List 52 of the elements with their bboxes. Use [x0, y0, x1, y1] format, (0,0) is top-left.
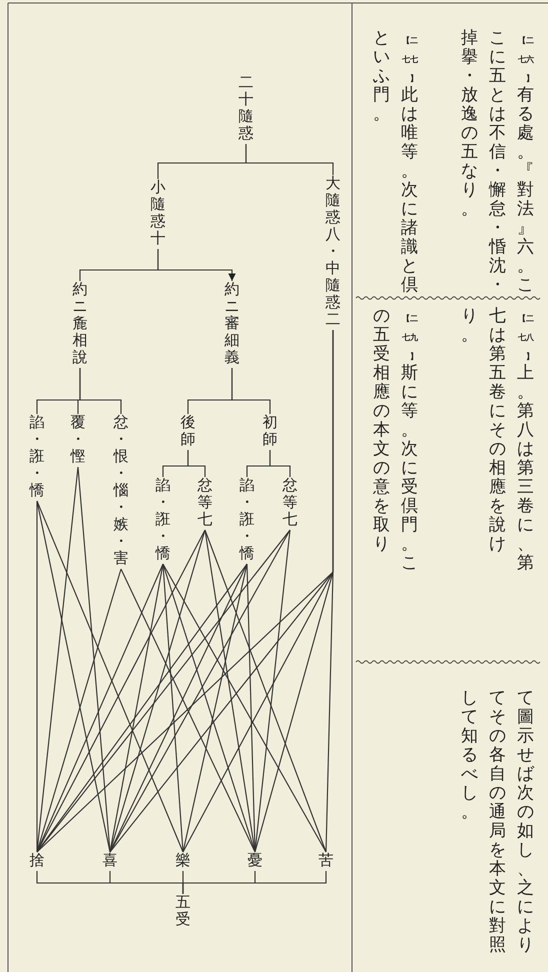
note-paragraph: 【二七七】此は唯等。次に諸識と倶といふ門。	[373, 28, 418, 294]
connector-line	[110, 530, 290, 852]
note-paragraph: 【二七九】斯に等。次に受倶門。この五受相應の本文の意を取り	[373, 306, 418, 572]
term-label: 諂・誑・憍	[240, 478, 254, 563]
connector-line	[269, 450, 291, 477]
connector-line	[36, 500, 111, 852]
connector-line	[36, 501, 38, 852]
term-label: 忿・恨・惱・嫉・害	[114, 415, 128, 568]
note-paragraph: 【二七八】上。第八は第三卷に、第七は第五卷にその相應を說けり。	[461, 306, 534, 572]
note-paragraph: て圖示せば次の如し、之によりてその各自の通局を本文に對照して知るべし。	[461, 688, 534, 954]
connector-line	[109, 564, 164, 852]
connector-line	[162, 564, 184, 852]
term-label: 諂・誑・憍	[30, 415, 44, 500]
connector-line	[187, 450, 206, 477]
term-label: 忿等七	[282, 478, 298, 529]
term-label: 二十隨惑	[238, 75, 254, 143]
connector-line	[36, 500, 184, 852]
connector-line	[109, 530, 206, 852]
connector-line	[254, 530, 291, 852]
connector-line	[79, 368, 122, 414]
connector-line	[162, 564, 256, 852]
term-label: 捨	[30, 853, 44, 870]
term-label: 覆・慳	[70, 415, 86, 466]
term-label: 樂	[176, 853, 190, 870]
connector-line	[157, 249, 236, 281]
connector-line	[36, 530, 206, 852]
term-label: 後師	[180, 415, 196, 449]
connector-line	[36, 564, 248, 852]
connector-line	[77, 466, 111, 852]
term-label: 忿等七	[198, 478, 212, 529]
term-label: 小隨惑十	[150, 180, 166, 248]
connector-line	[36, 530, 290, 852]
term-label: 五受	[176, 895, 190, 929]
connector-line	[36, 564, 164, 852]
connector-line	[245, 144, 334, 175]
term-label: 初師	[262, 415, 278, 449]
connector-line	[36, 466, 79, 852]
connector-line	[182, 871, 327, 894]
term-label: 喜	[102, 853, 118, 870]
term-label: 苦	[318, 853, 334, 870]
connector-line	[182, 564, 248, 852]
note-paragraph: 【二七六】有る處。『對法』六。ここに五とは不信・懈怠・惛沈・掉擧・放逸の五なり。	[461, 28, 534, 294]
connector-line	[231, 368, 271, 414]
connector-line	[204, 530, 256, 852]
term-label: 大隨惑八・中隨惑二	[326, 176, 340, 329]
connector-line	[162, 564, 326, 852]
term-label: 憂	[248, 853, 262, 870]
term-label: 諂・誑・憍	[156, 478, 170, 563]
term-label: 約ニ麁相說	[72, 282, 88, 367]
connector-line	[204, 530, 327, 852]
connector-line	[325, 330, 334, 852]
term-label: 約ニ審細義	[224, 282, 240, 367]
